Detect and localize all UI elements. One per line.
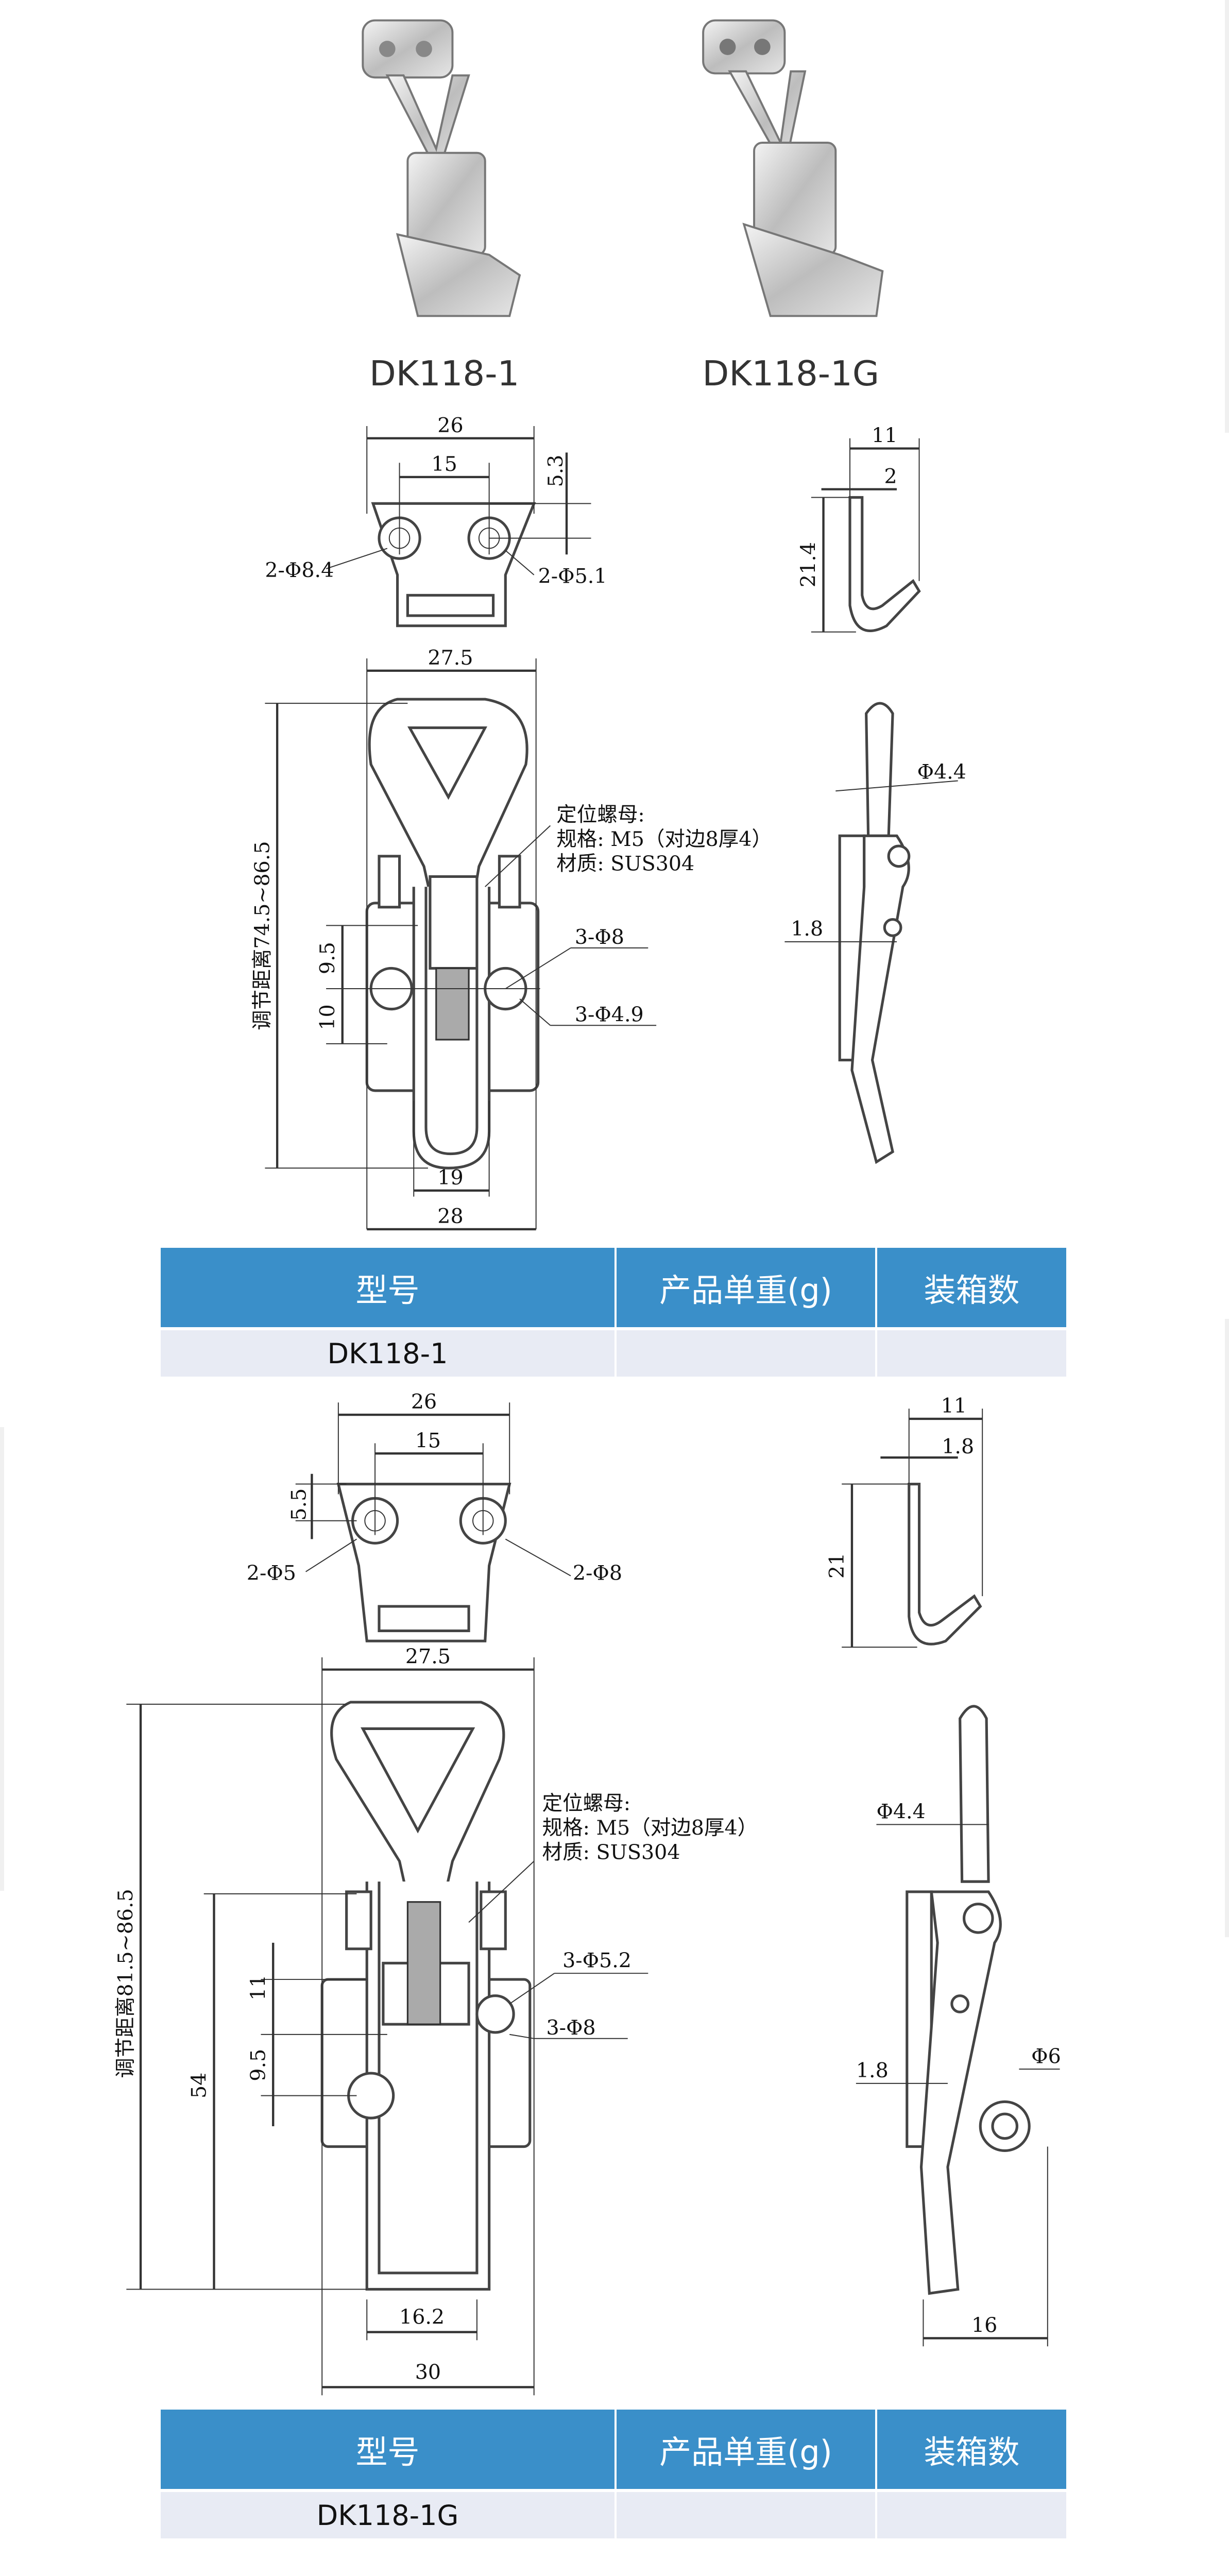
right-edge-strip [1225, 1319, 1229, 1937]
header-model: 型号 [161, 1248, 617, 1329]
dim-width: 26 [411, 1390, 437, 1414]
nut-note-line: 材质: SUS304 [556, 852, 694, 876]
header-weight: 产品单重(g) [616, 2410, 877, 2490]
dim-width: 26 [437, 414, 463, 437]
nut-note-line: 规格: M5（对边8厚4） [542, 1816, 758, 1840]
dim-d2: 9.5 [246, 2049, 270, 2081]
nut-note-line: 定位螺母: [556, 803, 645, 827]
hole-left-label: 2-Φ5 [247, 1562, 296, 1585]
cell-box-qty [876, 1327, 1066, 1377]
dim-width-top: 27.5 [405, 1645, 451, 1669]
cell-weight [616, 2489, 877, 2538]
holes-a-label: 3-Φ5.2 [562, 1948, 631, 1972]
dim-depth: 16 [971, 2314, 997, 2337]
dim-width: 11 [941, 1394, 967, 1418]
dim-inner-width: 16.2 [399, 2306, 445, 2329]
nut-note-line: 材质: SUS304 [542, 1841, 680, 1865]
dim-height: 5.5 [287, 1488, 311, 1521]
holes-b-label: 3-Φ4.9 [575, 1003, 644, 1026]
header-model: 型号 [161, 2410, 617, 2490]
table-row: DK118-1G [161, 2489, 1066, 2538]
dim-d1: 11 [246, 1975, 270, 2001]
drawing-1-main-section: 27.5 调节距离74.5~86.5 9.5 10 3-Φ8 3-Φ4.9 19… [250, 646, 966, 1231]
dim-pin-diameter: Φ6 [1031, 2044, 1061, 2068]
drawing-1-top-section: 26 15 5.3 2-Φ8.4 2-Φ5.1 11 2 21.4 [265, 414, 921, 633]
nut-note-line: 规格: M5（对边8厚4） [556, 827, 772, 851]
table-row: DK118-1 [161, 1327, 1066, 1377]
dim-inner-width: 19 [437, 1166, 463, 1190]
hook-side-drawing-1 [811, 438, 921, 633]
dim-adjust-range: 调节距离81.5~86.5 [114, 1889, 138, 2078]
dim-rod-diameter: Φ4.4 [876, 1800, 925, 1823]
dim-base-width: 28 [437, 1205, 463, 1228]
front-view-drawing-1 [265, 658, 657, 1231]
dim-d0: 54 [187, 2073, 211, 2098]
dim-d1: 9.5 [316, 942, 339, 974]
dim-pitch: 15 [415, 1429, 441, 1452]
product-label: DK118-1 [369, 353, 519, 394]
header-box-qty: 装箱数 [876, 1248, 1066, 1329]
dim-thickness: 2 [884, 465, 897, 488]
dim-width: 11 [872, 424, 897, 448]
dim-thickness: 1.8 [791, 917, 823, 941]
holes-a-label: 3-Φ8 [575, 925, 624, 949]
dim-height: 21 [825, 1553, 849, 1579]
cell-weight [616, 1327, 877, 1377]
hole-left-label: 2-Φ8.4 [265, 558, 334, 582]
dim-base-width: 30 [415, 2361, 441, 2384]
hook-side-drawing-2 [842, 1409, 983, 1648]
cell-box-qty [876, 2489, 1066, 2538]
product-photo-dk118-1 [362, 19, 521, 317]
cell-model: DK118-1 [161, 1327, 617, 1377]
right-edge-strip [1225, 0, 1229, 433]
hole-right-label: 2-Φ8 [573, 1562, 622, 1585]
top-view-drawing-2 [295, 1402, 571, 1642]
header-box-qty: 装箱数 [876, 2410, 1066, 2490]
dim-d2: 10 [316, 1004, 339, 1030]
header-weight: 产品单重(g) [616, 1248, 877, 1329]
product-label: DK118-1G [703, 353, 879, 394]
dim-height: 21.4 [797, 542, 821, 587]
front-view-drawing-2 [126, 1657, 648, 2396]
top-view-drawing-1 [326, 426, 591, 628]
side-view-drawing-1 [784, 702, 958, 1164]
spec-table-dk118-1: 型号 产品单重(g) 装箱数 DK118-1 [161, 1248, 1066, 1377]
dim-thickness: 1.8 [856, 2059, 889, 2082]
drawing-2-section: 26 15 5.5 2-Φ5 2-Φ8 11 1.8 21 [114, 1390, 1061, 2396]
holes-b-label: 3-Φ8 [546, 2016, 595, 2040]
dim-width-top: 27.5 [428, 646, 473, 670]
table-header-row: 型号 产品单重(g) 装箱数 [161, 2410, 1066, 2490]
dim-height: 5.3 [544, 455, 568, 487]
cell-model: DK118-1G [161, 2489, 617, 2538]
spec-table-dk118-1g: 型号 产品单重(g) 装箱数 DK118-1G [161, 2410, 1066, 2538]
left-edge-strip [0, 1427, 4, 1891]
hole-right-label: 2-Φ5.1 [538, 565, 607, 588]
product-photos: DK118-1 DK118-1G [362, 19, 884, 394]
dim-pitch: 15 [431, 452, 457, 476]
nut-note-line: 定位螺母: [542, 1792, 631, 1816]
dim-adjust-range: 调节距离74.5~86.5 [250, 841, 274, 1030]
table-header-row: 型号 产品单重(g) 装箱数 [161, 1248, 1066, 1329]
product-photo-dk118-1g [702, 19, 884, 317]
dim-thickness: 1.8 [942, 1435, 974, 1459]
dim-rod-diameter: Φ4.4 [917, 760, 966, 784]
side-view-drawing-2 [856, 1705, 1060, 2347]
